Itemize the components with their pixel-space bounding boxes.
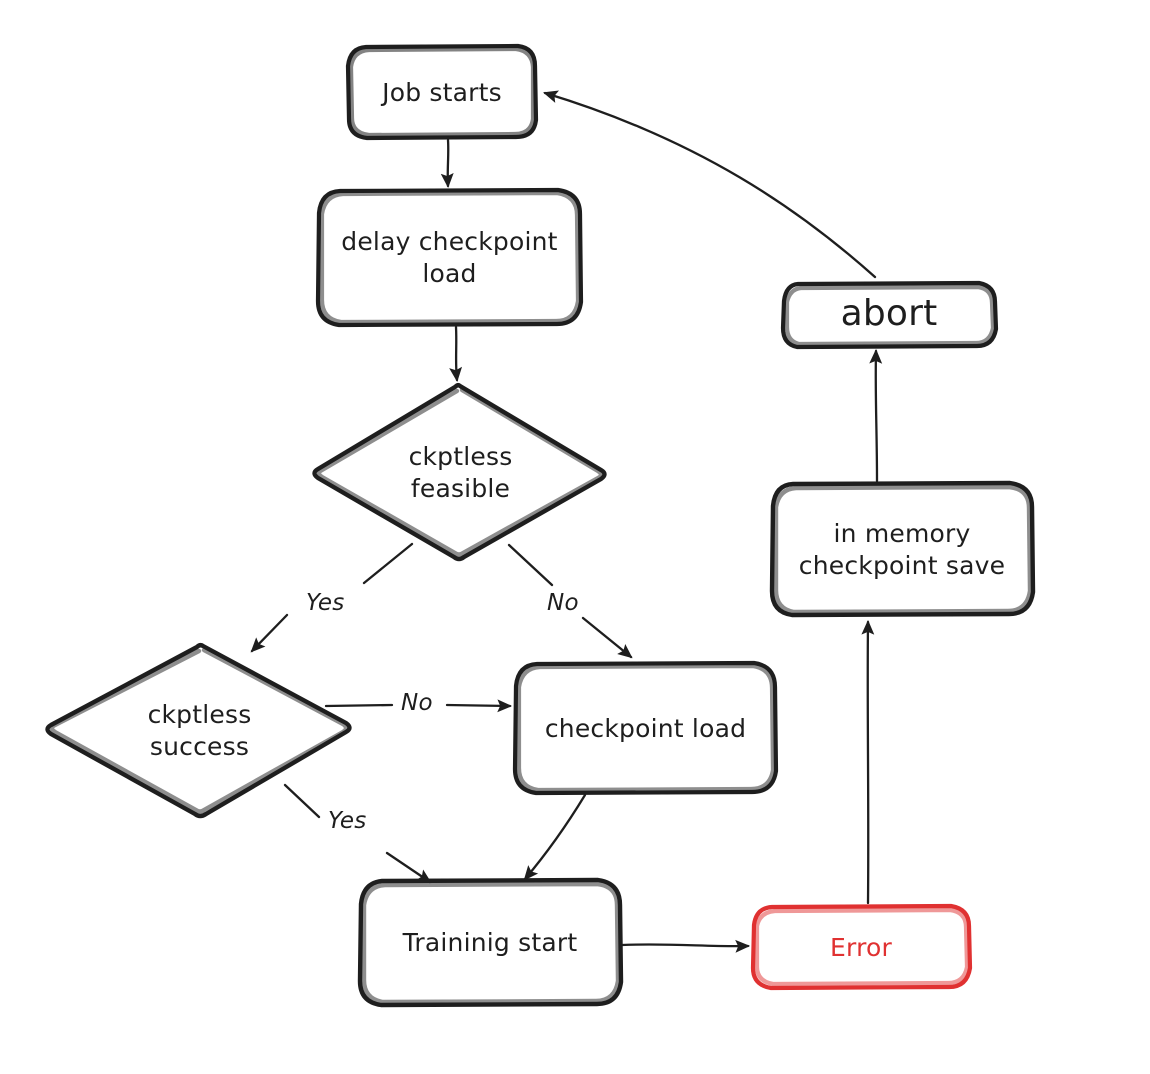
node-ckptless-success[interactable] (45, 643, 352, 819)
edge-ckptless-success-to-checkpoint-load (324, 705, 510, 706)
edge-job-starts-to-delay-checkpoint-load (440, 138, 454, 189)
edge-traininig-start-to-error (620, 939, 751, 953)
node-abort[interactable] (780, 280, 999, 350)
node-error[interactable] (750, 903, 973, 991)
edge-ckptless-feasible-to-checkpoint-load (507, 543, 631, 657)
node-job-starts[interactable] (345, 43, 539, 141)
edge-ckptless-success-to-traininig-start (283, 783, 430, 882)
edge-in-memory-checkpoint-save-to-abort (869, 348, 883, 483)
edge-delay-checkpoint-load-to-ckptless-feasible (449, 325, 463, 383)
node-traininig-start[interactable] (357, 877, 624, 1008)
node-ckptless-feasible[interactable] (312, 383, 607, 562)
edge-checkpoint-load-to-traininig-start (523, 793, 587, 881)
edge-error-to-in-memory-checkpoint-save (861, 619, 875, 905)
edge-abort-to-job-starts (543, 90, 877, 279)
edge-ckptless-feasible-to-ckptless-success (252, 542, 414, 651)
node-checkpoint-load[interactable] (512, 660, 779, 796)
node-in-memory-ckpt-save[interactable] (769, 480, 1036, 618)
node-delay-checkpoint-load[interactable] (315, 187, 584, 328)
